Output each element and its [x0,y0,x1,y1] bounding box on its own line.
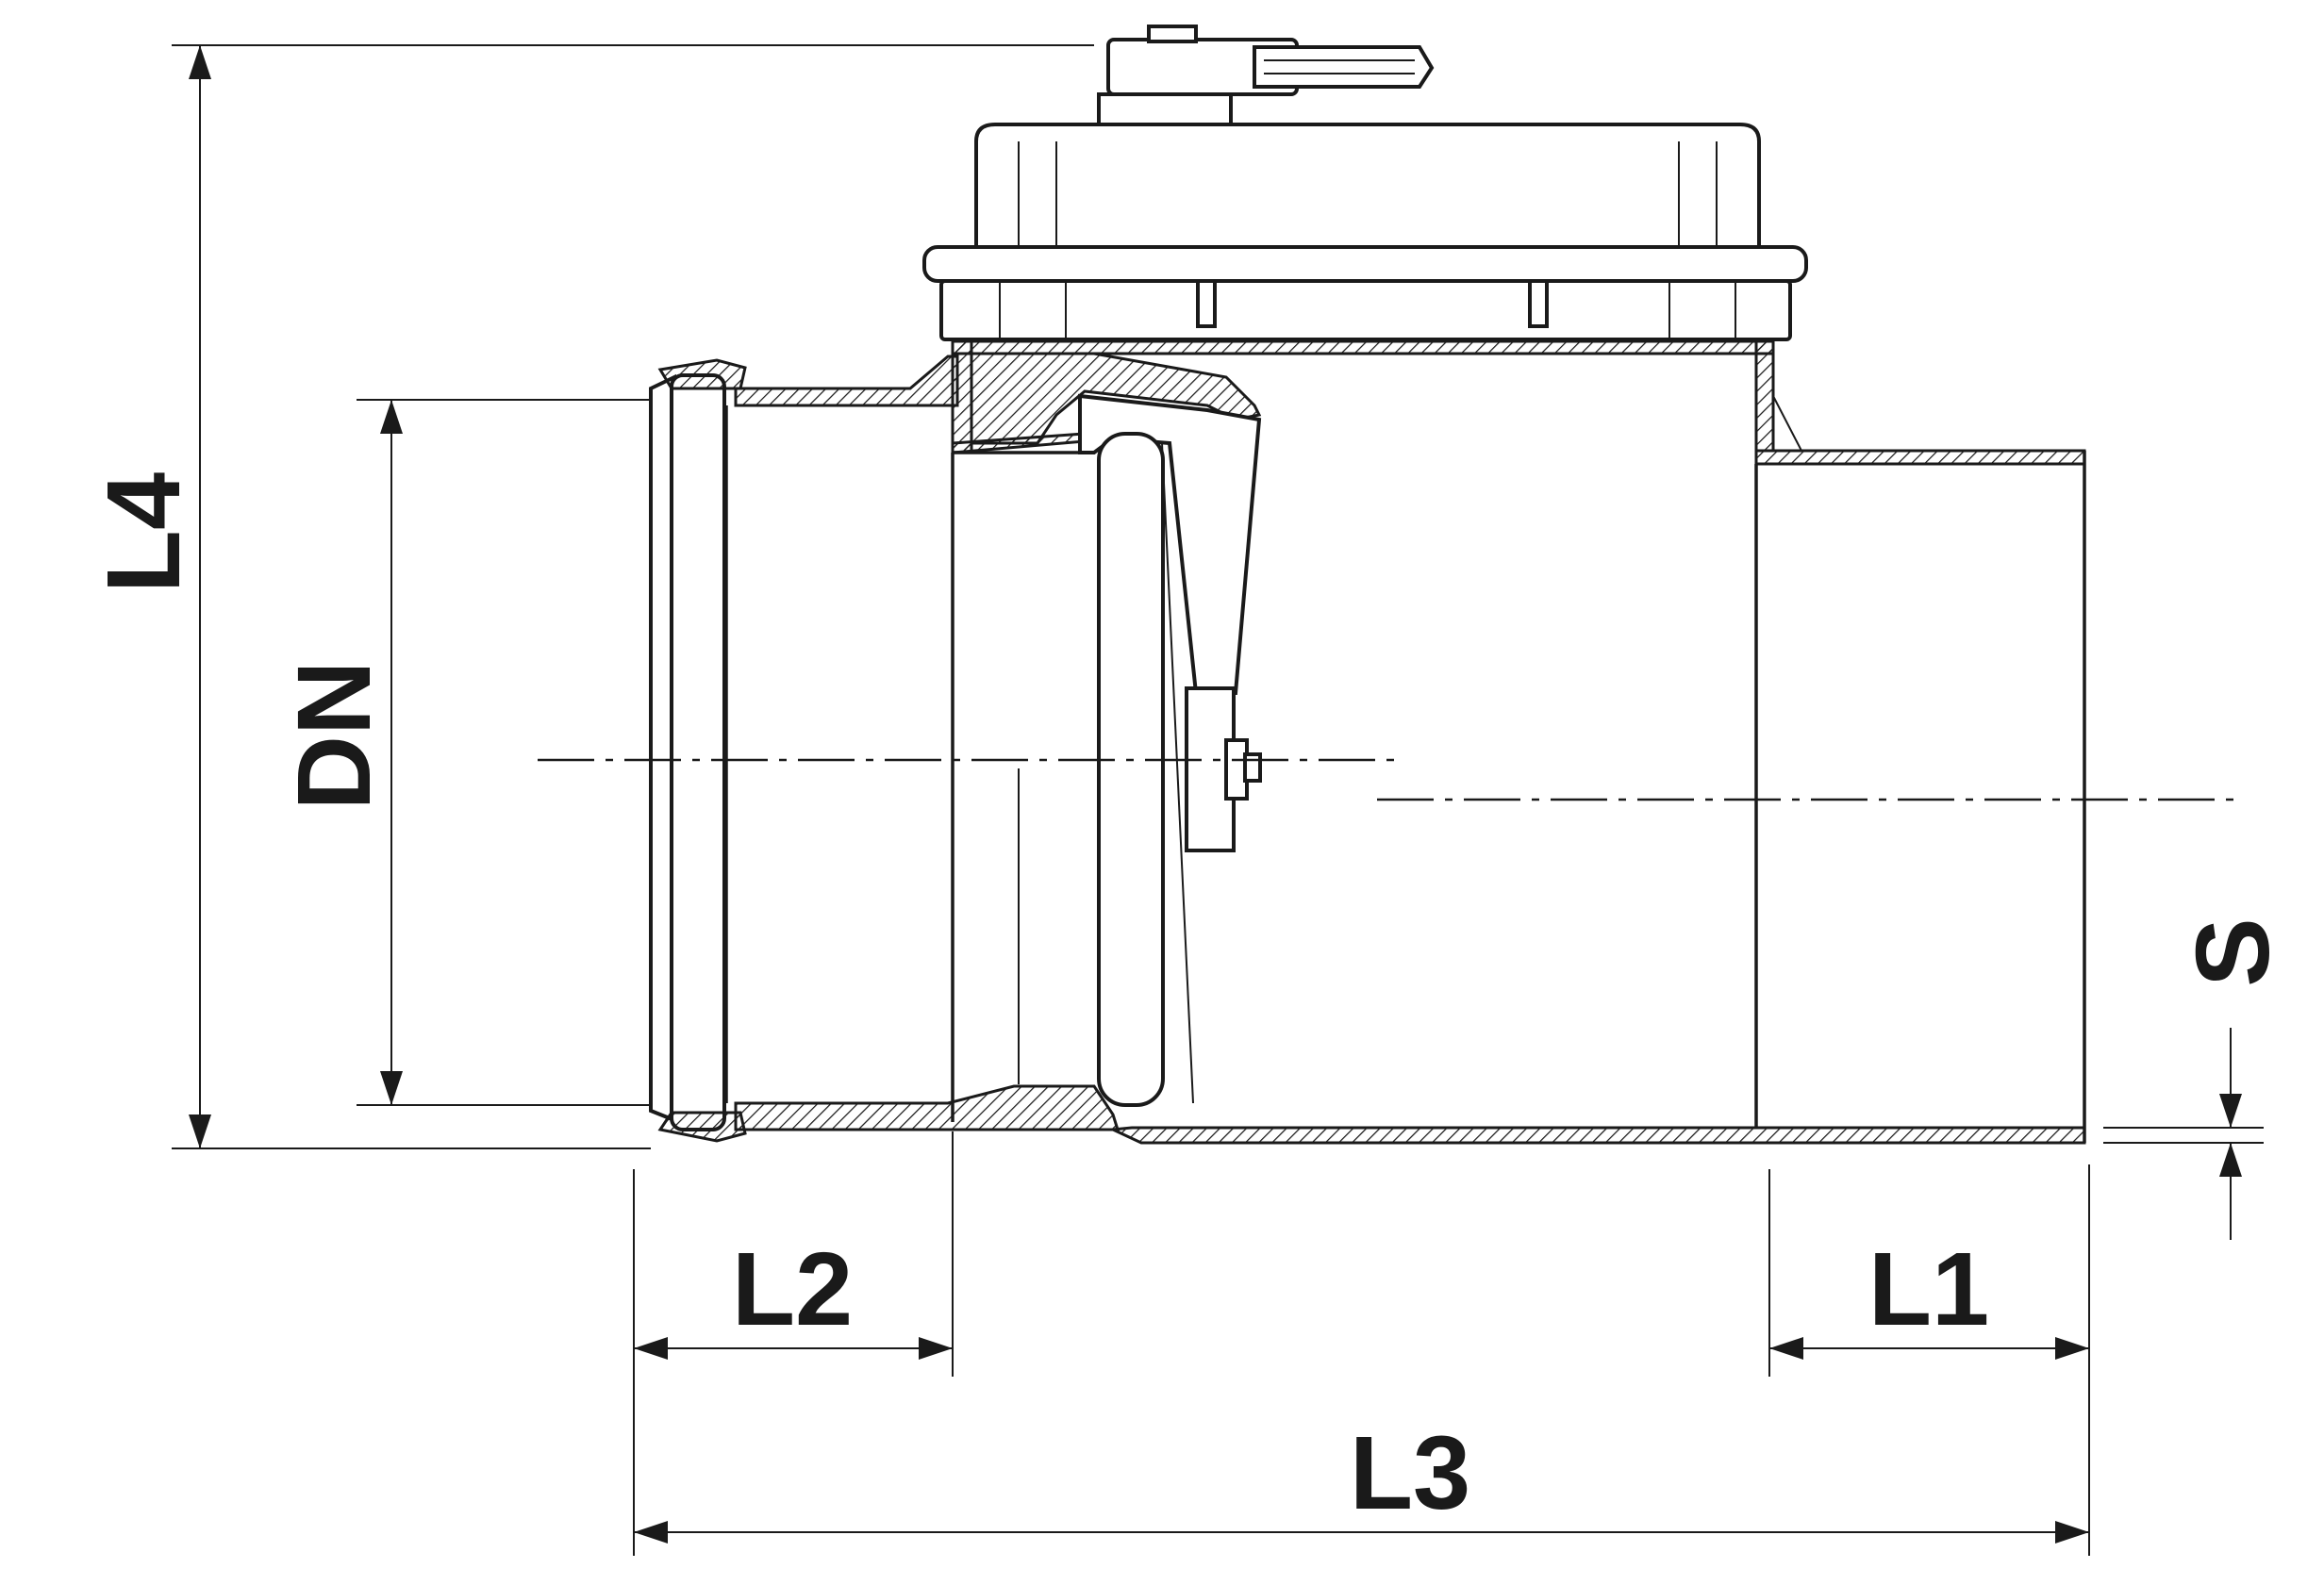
spigot-wall-top [1754,449,2086,466]
dimension-dn: DN [276,399,651,1106]
dimension-l2: L2 [633,1131,954,1556]
label-l3: L3 [1350,1415,1470,1531]
flap [951,352,1262,1107]
socket-wall-top [734,355,959,407]
label-l4: L4 [86,472,202,593]
label-s: S [2175,917,2291,986]
dimension-s: S [2103,917,2291,1240]
label-dn: DN [276,661,392,811]
dimension-l3: L3 [634,1415,2089,1544]
housing [922,25,1808,454]
dimension-l4: L4 [86,44,1094,1149]
body-wall-bottom [1107,1126,2086,1145]
dimension-l1: L1 [1768,1164,2090,1556]
pipe-body [734,355,2086,1145]
label-l2: L2 [732,1231,853,1347]
label-l1: L1 [1868,1231,1989,1347]
socket-wall-bottom [734,1084,1120,1131]
seal-ring [649,358,747,1143]
